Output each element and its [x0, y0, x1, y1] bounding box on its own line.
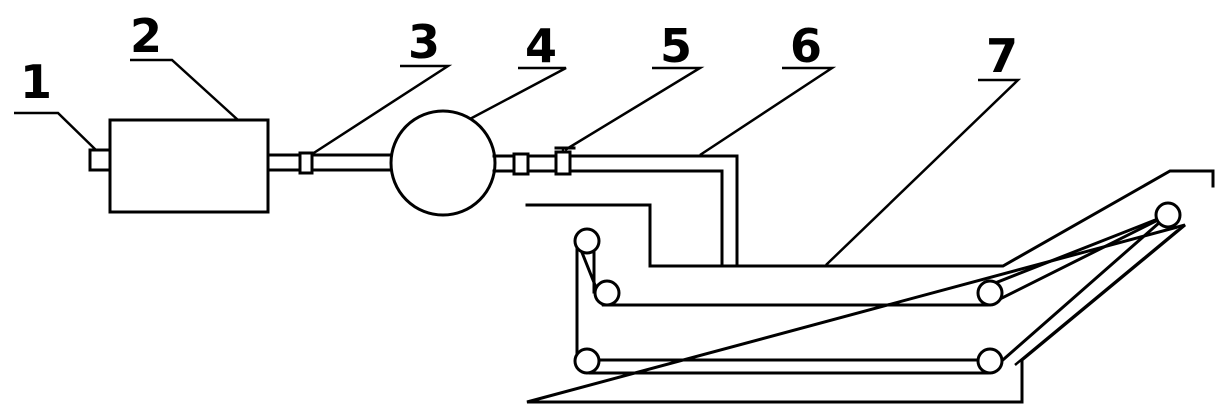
label-3: 3 — [408, 15, 440, 69]
leader-6 — [699, 66, 837, 157]
part-5-valve — [554, 146, 576, 176]
label-7: 7 — [986, 29, 1018, 83]
part-2-box — [108, 118, 270, 214]
roller-bottom-right — [976, 347, 1004, 375]
roller-top-right — [1154, 201, 1182, 229]
rollers — [573, 201, 1182, 375]
leader-3 — [305, 64, 453, 160]
part-6-pipe — [492, 154, 739, 268]
leader-4 — [467, 66, 567, 122]
leader-5 — [564, 66, 705, 152]
leader-2 — [130, 58, 239, 121]
label-2: 2 — [130, 9, 162, 63]
pipe-fitting — [512, 152, 530, 176]
roller-bottom-left — [573, 347, 601, 375]
pipe-box-to-pump — [266, 153, 394, 172]
housing-diagonal-inner — [1014, 229, 1179, 366]
label-6: 6 — [790, 19, 822, 73]
part-3-coupling — [298, 151, 314, 175]
label-5: 5 — [660, 19, 692, 73]
label-1: 1 — [20, 55, 52, 109]
roller-mid-left — [593, 279, 621, 307]
roller-top-left — [573, 227, 601, 255]
leader-7 — [825, 78, 1022, 266]
roller-mid-right — [976, 279, 1004, 307]
label-4: 4 — [525, 19, 557, 73]
conveyor-belt — [575, 212, 1171, 375]
part-1-connector — [88, 148, 112, 172]
part-4-pump — [389, 109, 497, 217]
leader-1 — [14, 111, 99, 153]
